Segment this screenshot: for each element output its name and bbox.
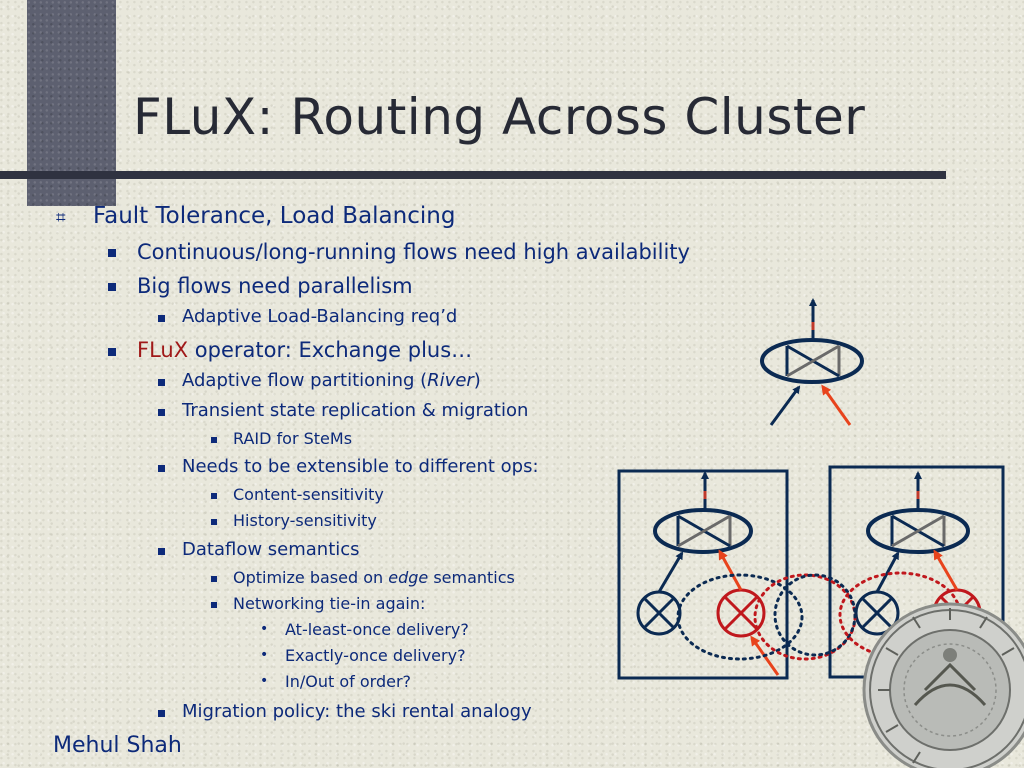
university-seal-icon xyxy=(862,602,1024,768)
title-rule xyxy=(0,171,946,179)
bullet-in-out-order: In/Out of order? xyxy=(285,672,412,691)
bullet-marker-l4 xyxy=(211,493,217,499)
bullet-marker-l2 xyxy=(108,283,116,291)
bullet-marker-l5: • xyxy=(260,621,269,637)
bullet-transient-state: Transient state replication & migration xyxy=(182,400,529,421)
top-join-operator xyxy=(760,298,864,426)
ring-navy-left xyxy=(676,573,804,661)
bullet-marker-l3 xyxy=(158,548,165,555)
bullet-marker-l5: • xyxy=(260,647,269,663)
bullet-content-sensitivity: Content-sensitivity xyxy=(233,485,384,504)
bullet-flux-operator: FLuX operator: Exchange plus… xyxy=(137,338,472,362)
slide-title: FLuX: Routing Across Cluster xyxy=(133,88,866,146)
bullet-marker-l4 xyxy=(211,519,217,525)
bullet-raid-stems: RAID for SteMs xyxy=(233,429,353,448)
left-navy-up-arrow xyxy=(657,551,684,593)
top-input-red-arrow xyxy=(821,384,852,426)
bullet-marker-l3 xyxy=(158,710,165,717)
right-bowtie-join-icon xyxy=(890,514,946,548)
bullet-marker-l4 xyxy=(211,576,217,582)
left-navy-node-cross-b xyxy=(642,596,676,630)
left-bowtie-join-icon xyxy=(676,514,732,548)
right-red-up-arrow xyxy=(933,549,959,591)
bullet-marker-l4 xyxy=(211,602,217,608)
bullet-extensible: Needs to be extensible to different ops: xyxy=(182,456,539,477)
bullet-adaptive-flow-partitioning: Adaptive flow partitioning (River) xyxy=(182,370,481,391)
bullet-history-sensitivity: History-sensitivity xyxy=(233,511,377,530)
bullet-dataflow-semantics: Dataflow semantics xyxy=(182,539,360,560)
bullet-big-flows: Big flows need parallelism xyxy=(137,274,413,298)
bullet-marker-l3 xyxy=(158,379,165,386)
bullet-marker-l3 xyxy=(158,315,165,322)
bullet-at-least-once: At-least-once delivery? xyxy=(285,620,469,639)
left-machine-border xyxy=(617,469,789,680)
flux-operator-text: operator: Exchange plus… xyxy=(188,338,473,362)
partitioning-close: ) xyxy=(473,370,481,391)
optimize-rest: semantics xyxy=(428,568,515,587)
left-red-node-cross-b xyxy=(723,595,759,631)
bullet-continuous-flows: Continuous/long-running flows need high … xyxy=(137,240,690,264)
right-join-ellipse xyxy=(866,508,970,554)
bullet-marker-l3 xyxy=(158,409,165,416)
flux-keyword: FLuX xyxy=(137,338,189,362)
bullet-marker-l4 xyxy=(211,437,217,443)
top-input-navy-arrow xyxy=(769,385,801,426)
bullet-fault-tolerance: Fault Tolerance, Load Balancing xyxy=(93,203,456,229)
bullet-exactly-once: Exactly-once delivery? xyxy=(285,646,466,665)
top-bowtie-join-icon xyxy=(785,344,841,378)
river-emphasis: River xyxy=(427,370,474,391)
bullet-marker-l1: ⌗ xyxy=(56,208,66,228)
partitioning-text: Adaptive flow partitioning ( xyxy=(182,370,428,391)
top-join-ellipse xyxy=(760,338,864,384)
bullet-networking-tie-in: Networking tie-in again: xyxy=(233,594,426,613)
bullet-adaptive-load-balancing: Adaptive Load-Balancing req’d xyxy=(182,306,458,327)
bullet-optimize-edge: Optimize based on edge semantics xyxy=(233,568,515,587)
optimize-text: Optimize based on xyxy=(233,568,389,587)
bullet-marker-l5: • xyxy=(260,673,269,689)
bullet-migration-policy: Migration policy: the ski rental analogy xyxy=(182,701,532,722)
left-red-up-arrow xyxy=(718,549,743,591)
bullet-marker-l3 xyxy=(158,465,165,472)
edge-emphasis: edge xyxy=(388,568,429,587)
right-navy-up-arrow xyxy=(875,551,900,593)
ring-navy-middle xyxy=(773,573,857,657)
bullet-marker-l2 xyxy=(108,348,116,356)
footer-author: Mehul Shah xyxy=(53,733,182,758)
right-navy-node-cross-b xyxy=(860,596,894,630)
left-join-ellipse xyxy=(653,508,753,554)
left-machine-box xyxy=(617,469,789,680)
bullet-marker-l2 xyxy=(108,249,116,257)
